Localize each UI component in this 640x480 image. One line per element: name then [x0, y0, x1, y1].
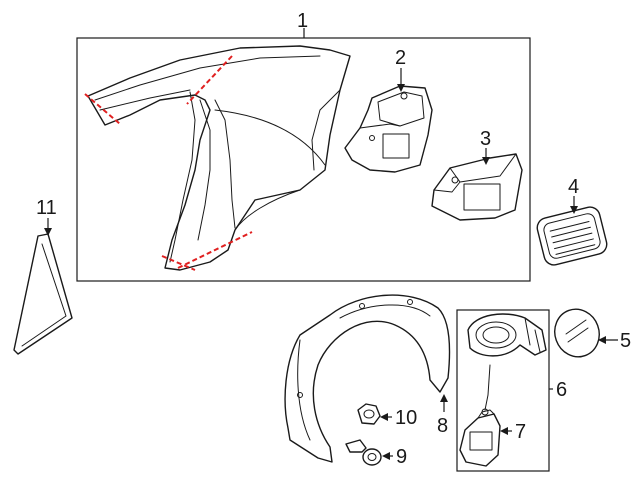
callout-4: 4 [568, 176, 579, 198]
vent-grille-icon [536, 206, 608, 266]
fuel-door-icon [554, 308, 600, 358]
bracket-icon [431, 153, 523, 221]
callout-7: 7 [515, 421, 526, 443]
fuel-door-assembly-icon [467, 313, 547, 411]
callout-11: 11 [36, 197, 57, 219]
callout-6: 6 [556, 379, 567, 401]
leader-lines [44, 28, 618, 460]
cut-line [161, 255, 196, 271]
wheel-liner-icon [284, 294, 451, 463]
fuel-door-group-box [456, 309, 550, 472]
nut-icon [357, 403, 381, 425]
callout-2: 2 [395, 47, 406, 69]
callout-9: 9 [396, 446, 407, 468]
push-pin-icon [345, 439, 382, 466]
callout-1: 1 [297, 10, 308, 32]
cut-line [186, 55, 233, 105]
cut-line [177, 231, 253, 269]
bracket-icon [344, 85, 433, 173]
actuator-icon [459, 408, 501, 467]
window-trim-icon [13, 233, 73, 355]
quarter-panel-icon [84, 45, 351, 271]
callout-5: 5 [620, 330, 631, 352]
callout-10: 10 [395, 407, 417, 429]
callout-3: 3 [480, 128, 491, 150]
callout-8: 8 [437, 415, 448, 437]
